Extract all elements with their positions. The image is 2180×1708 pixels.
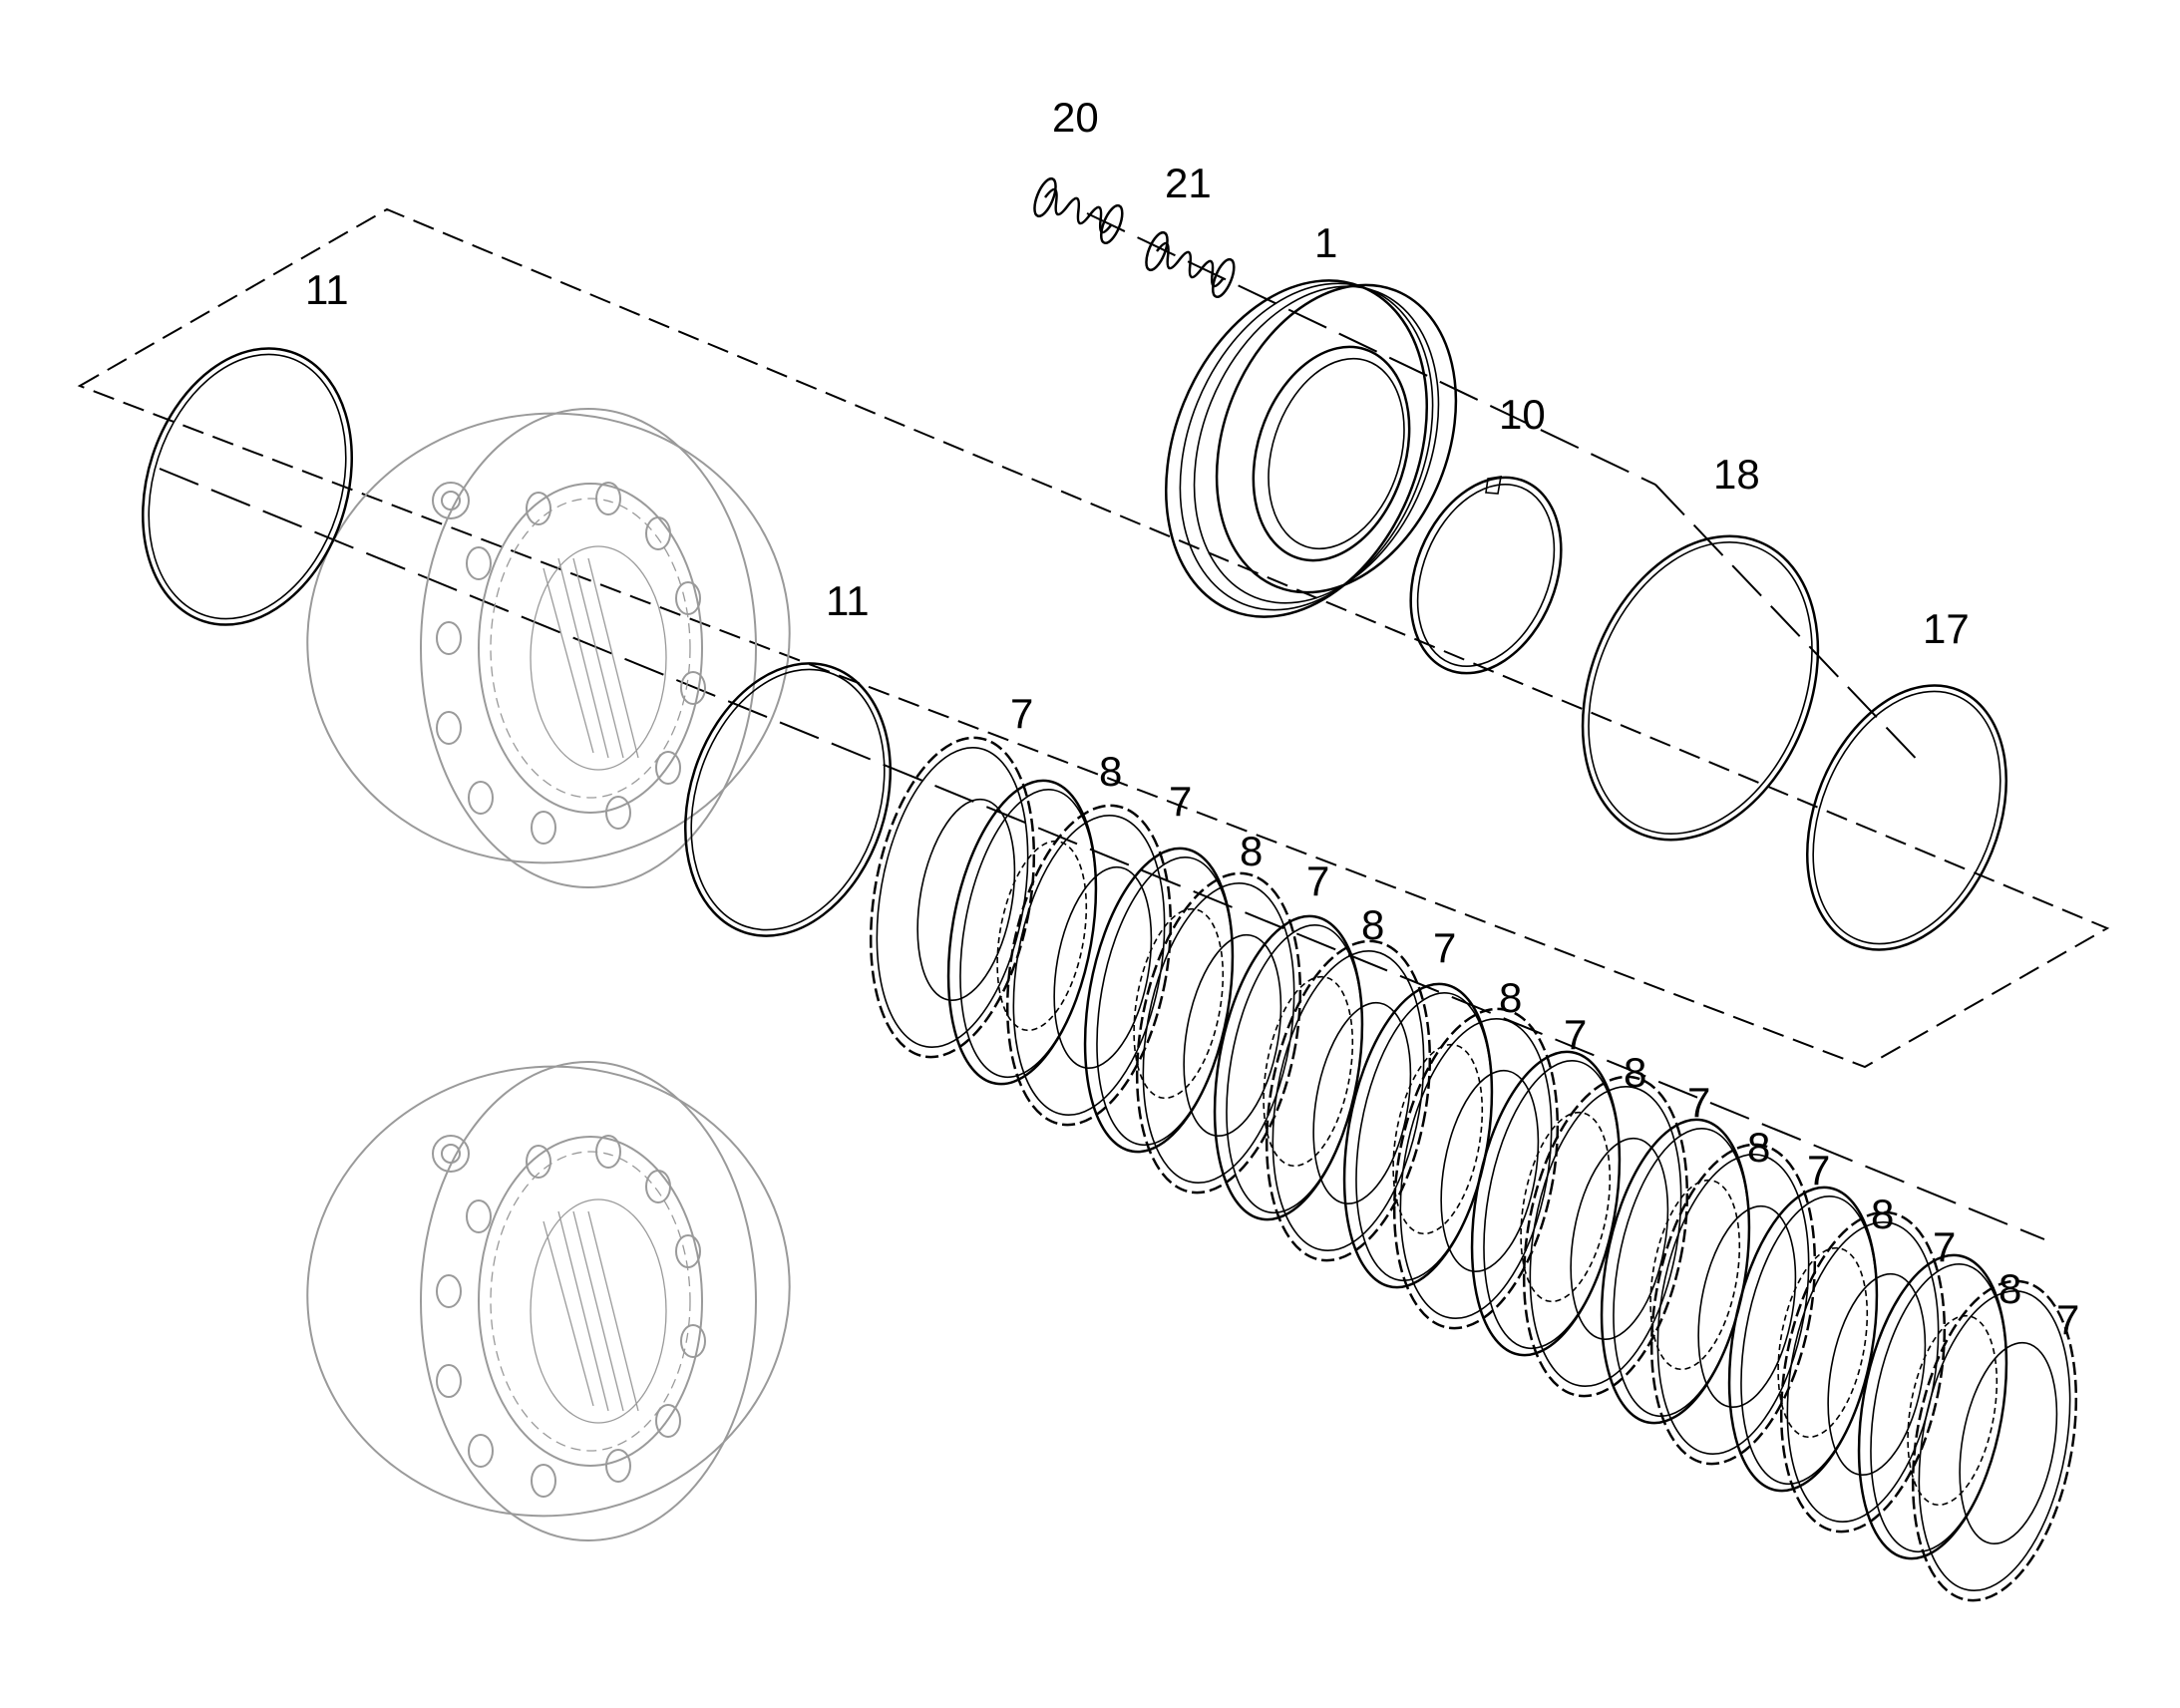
piston-axis bbox=[1086, 212, 1926, 769]
callout-7: 7 bbox=[2056, 1296, 2079, 1343]
callout-11-middle: 11 bbox=[826, 577, 870, 624]
callout-8: 8 bbox=[1099, 748, 1122, 795]
callout-7: 7 bbox=[1687, 1079, 1710, 1126]
callout-8: 8 bbox=[1361, 901, 1384, 948]
callout-18: 18 bbox=[1713, 451, 1760, 498]
callout-8: 8 bbox=[1499, 974, 1522, 1021]
spring-20 bbox=[1028, 174, 1128, 247]
clutch-housing-lower bbox=[306, 1061, 791, 1541]
callout-1: 1 bbox=[1314, 219, 1337, 266]
snap-ring-10 bbox=[1409, 476, 1563, 675]
spring-21 bbox=[1140, 228, 1240, 301]
callout-21: 21 bbox=[1165, 160, 1212, 206]
ring-18 bbox=[1581, 534, 1820, 842]
callout-7: 7 bbox=[1306, 857, 1329, 904]
callout-10: 10 bbox=[1499, 391, 1546, 438]
callout-8: 8 bbox=[1624, 1049, 1646, 1096]
callout-7: 7 bbox=[1933, 1223, 1956, 1270]
callout-17: 17 bbox=[1923, 605, 1970, 652]
assembly-axis bbox=[159, 468, 2045, 1240]
callout-labels: 20 21 1 11 10 18 11 17 7 8 7 8 7 8 7 8 7… bbox=[305, 94, 2079, 1343]
seal-ring-11-middle bbox=[683, 662, 893, 937]
ring-17 bbox=[1806, 684, 2007, 951]
callout-7: 7 bbox=[1564, 1011, 1587, 1058]
callout-8: 8 bbox=[1240, 828, 1263, 874]
piston-1 bbox=[1165, 279, 1458, 618]
callout-7: 7 bbox=[1807, 1147, 1830, 1194]
callout-8: 8 bbox=[1747, 1124, 1770, 1171]
clutch-disc-stack bbox=[846, 723, 2101, 1615]
seal-ring-11-left bbox=[142, 347, 353, 626]
callout-11-left: 11 bbox=[305, 266, 349, 313]
callout-7: 7 bbox=[1010, 690, 1033, 737]
callout-20: 20 bbox=[1052, 94, 1099, 141]
enclosure-box bbox=[77, 207, 2110, 1069]
callout-7: 7 bbox=[1169, 778, 1192, 825]
callout-8: 8 bbox=[1871, 1191, 1894, 1237]
clutch-housing-upper bbox=[306, 408, 791, 888]
callout-7: 7 bbox=[1433, 924, 1456, 971]
callout-8: 8 bbox=[1998, 1265, 2021, 1312]
